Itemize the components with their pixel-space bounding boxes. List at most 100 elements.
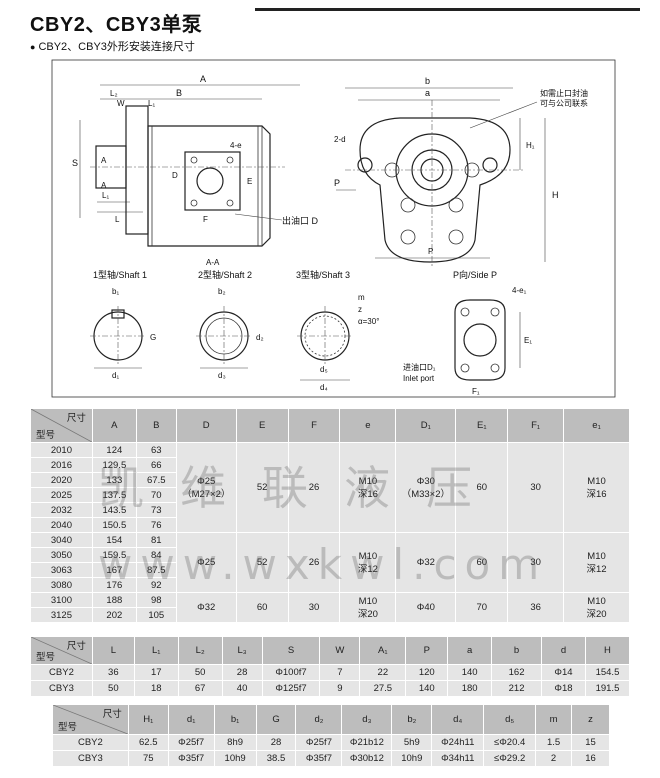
label-inlet-cn: 进油口D₁ bbox=[403, 362, 436, 372]
shaft3-section: m z α=30° d₅ d₄ bbox=[297, 293, 379, 392]
table2-corner: 尺寸 型号 bbox=[30, 636, 93, 665]
model-cell: 3100 bbox=[30, 592, 93, 608]
table1-corner: 尺寸 型号 bbox=[30, 408, 93, 443]
table-cell: 2 bbox=[535, 750, 573, 767]
cell-B: 105 bbox=[135, 607, 177, 623]
label-d1: d₁ bbox=[112, 371, 119, 380]
label-4e: 4-e bbox=[230, 141, 242, 150]
table-cell: 10h9 bbox=[213, 750, 257, 767]
table-cell: 28 bbox=[255, 734, 297, 751]
g3-e1-line2: 深20 bbox=[586, 608, 607, 620]
table-cell: 17 bbox=[133, 664, 179, 681]
dim-H: H bbox=[552, 190, 559, 200]
col-header: a bbox=[447, 636, 493, 665]
technical-drawing: A B L₂ W L₁ L₁ L S A A 4-e D E F 出油口 D bbox=[51, 59, 616, 398]
cell-A: 167 bbox=[91, 562, 137, 578]
col-header: A bbox=[91, 408, 137, 443]
table-cell: 212 bbox=[491, 680, 543, 697]
g1-D1-line2: （M33×2） bbox=[401, 488, 450, 500]
cell-B: 81 bbox=[135, 532, 177, 548]
cell-B: 92 bbox=[135, 577, 177, 593]
col-header: D bbox=[175, 408, 237, 443]
cell-B: 66 bbox=[135, 457, 177, 473]
col-header: L₁ bbox=[133, 636, 179, 665]
col-header: e bbox=[339, 408, 397, 443]
col-header: b₁ bbox=[213, 704, 257, 735]
col-header: b₂ bbox=[391, 704, 433, 735]
label-m: m bbox=[358, 293, 365, 302]
col-header: H bbox=[584, 636, 631, 665]
label-b1: b₁ bbox=[112, 287, 119, 296]
drawing-frame bbox=[51, 59, 616, 398]
g3-D1: Φ40 bbox=[395, 592, 457, 623]
g1-E1: 60 bbox=[455, 442, 509, 533]
label-d3: d₃ bbox=[218, 371, 226, 380]
g1-D1-line1: Φ30 bbox=[416, 475, 435, 487]
table-cell: 50 bbox=[91, 680, 135, 697]
dim-L1: L₁ bbox=[148, 99, 155, 108]
model-cell: 2016 bbox=[30, 457, 93, 473]
table3-corner: 尺寸 型号 bbox=[52, 704, 129, 735]
table-cell: 7 bbox=[319, 664, 361, 681]
model-cell: 2025 bbox=[30, 487, 93, 503]
table-cell: 191.5 bbox=[584, 680, 631, 697]
model-cell: 2010 bbox=[30, 442, 93, 458]
table-cell: 36 bbox=[91, 664, 135, 681]
label-D: D bbox=[172, 171, 178, 180]
shaft1-section: b₁ G d₁ bbox=[90, 287, 156, 380]
label-shaft1: 1型轴/Shaft 1 bbox=[93, 269, 147, 280]
cell-B: 84 bbox=[135, 547, 177, 563]
cell-A: 159.5 bbox=[91, 547, 137, 563]
table-cell: Φ25f7 bbox=[295, 734, 343, 751]
g2-D: Φ25 bbox=[175, 532, 237, 593]
spec-table-3: 尺寸 型号 H₁ d₁ b₁ G d₂ d₃ b₂ d₄ d₅ m z CBY2… bbox=[52, 704, 610, 767]
col-header: G bbox=[255, 704, 297, 735]
table-cell: 27.5 bbox=[359, 680, 407, 697]
table-cell: 67 bbox=[177, 680, 223, 697]
dim-a: a bbox=[425, 88, 430, 98]
col-header: W bbox=[319, 636, 361, 665]
g2-e1-line1: M10 bbox=[587, 550, 606, 562]
g3-e-line1: M10 bbox=[358, 595, 378, 607]
cell-B: 73 bbox=[135, 502, 177, 518]
g2-E1: 60 bbox=[455, 532, 509, 593]
cell-A: 133 bbox=[91, 472, 137, 488]
label-shaft3: 3型轴/Shaft 3 bbox=[296, 269, 350, 280]
bullet-icon: ● bbox=[30, 42, 36, 52]
front-housing bbox=[359, 117, 511, 263]
corner-dim: 尺寸 bbox=[102, 709, 122, 720]
title-rule bbox=[255, 8, 640, 11]
label-4e1: 4-e₁ bbox=[512, 286, 527, 295]
col-header: b bbox=[491, 636, 543, 665]
table-cell: 75 bbox=[127, 750, 169, 767]
note-line-2: 可与公司联系 bbox=[540, 98, 588, 108]
model-cell: 3063 bbox=[30, 562, 93, 578]
subtitle-text: CBY2、CBY3外形安装连接尺寸 bbox=[38, 41, 195, 53]
model-cell: CBY3 bbox=[30, 680, 93, 697]
col-header: e₁ bbox=[563, 408, 630, 443]
table-cell: 1.5 bbox=[535, 734, 573, 751]
corner-model: 型号 bbox=[58, 722, 78, 733]
col-header: A₁ bbox=[359, 636, 407, 665]
col-header: H₁ bbox=[127, 704, 169, 735]
dim-W: W bbox=[117, 99, 125, 108]
g1-D1: Φ30（M33×2） bbox=[395, 442, 457, 533]
col-header: F bbox=[287, 408, 341, 443]
corner-model: 型号 bbox=[36, 430, 56, 441]
g2-E: 52 bbox=[235, 532, 289, 593]
cell-A: 124 bbox=[91, 442, 137, 458]
dim-S: S bbox=[72, 158, 78, 168]
page-title: CBY2、CBY3单泵 bbox=[30, 14, 203, 36]
cell-A: 202 bbox=[91, 607, 137, 623]
table-cell: Φ35f7 bbox=[167, 750, 215, 767]
table-cell: 10h9 bbox=[391, 750, 433, 767]
g1-D-line2: （M27×2） bbox=[182, 488, 231, 500]
table-cell: 22 bbox=[359, 664, 407, 681]
table-cell: 9 bbox=[319, 680, 361, 697]
corner-dim: 尺寸 bbox=[66, 413, 86, 424]
table-cell: 140 bbox=[405, 680, 449, 697]
g1-e-line1: M10 bbox=[358, 475, 378, 487]
g1-D: Φ25（M27×2） bbox=[175, 442, 237, 533]
